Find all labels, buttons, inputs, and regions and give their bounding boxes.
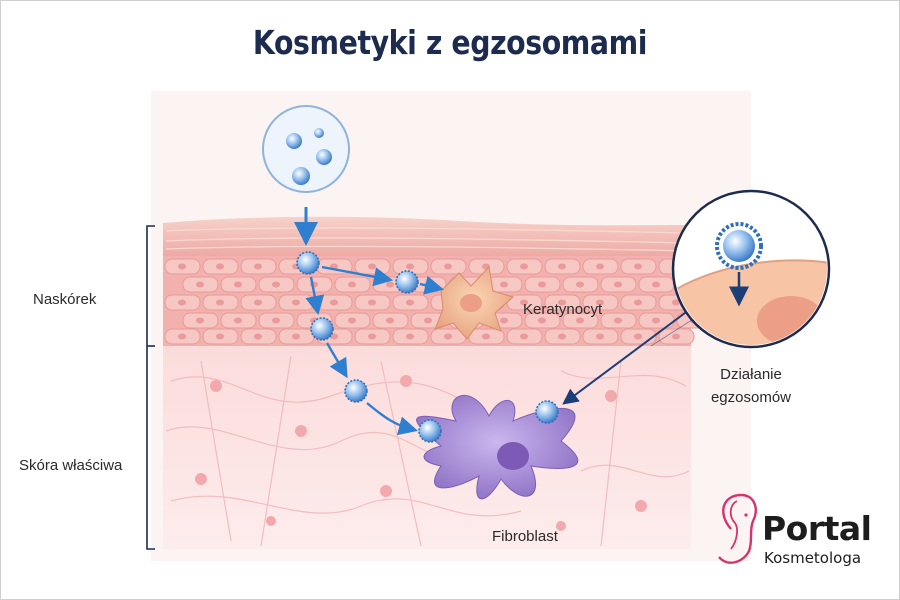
epidermis-cell-nucleus bbox=[368, 333, 376, 340]
dermis-layer bbox=[163, 346, 691, 549]
epidermis-cell-nucleus bbox=[348, 281, 356, 288]
epidermis-cell-nucleus bbox=[652, 317, 660, 324]
page-title: Kosmetyki z egzosomami bbox=[252, 23, 648, 62]
keratinocyte-nucleus bbox=[460, 294, 482, 312]
epidermis-cell-nucleus bbox=[424, 317, 432, 324]
epidermis-cell-nucleus bbox=[234, 281, 242, 288]
epidermis-cell-nucleus bbox=[178, 263, 186, 270]
inset-exosome bbox=[715, 222, 763, 270]
epidermis-cell-nucleus bbox=[482, 333, 490, 340]
epidermis-cell-nucleus bbox=[272, 317, 280, 324]
epidermis-cell-nucleus bbox=[386, 317, 394, 324]
epidermis-cell-nucleus bbox=[520, 299, 528, 306]
epidermis-cell-nucleus bbox=[444, 333, 452, 340]
epidermis-cell-nucleus bbox=[216, 333, 224, 340]
epidermis-cell-nucleus bbox=[614, 281, 622, 288]
exosome-source-vesicles bbox=[286, 128, 332, 185]
epidermis-cell-nucleus bbox=[444, 263, 452, 270]
epidermis-label: Naskórek bbox=[33, 291, 97, 308]
epidermis-cell-nucleus bbox=[596, 299, 604, 306]
epidermis-cell-nucleus bbox=[330, 333, 338, 340]
logo-subtitle: Kosmetologa bbox=[764, 549, 862, 567]
dermis-label: Skóra właściwa bbox=[19, 457, 123, 474]
epidermis-cell-nucleus bbox=[254, 299, 262, 306]
epidermis-cell-nucleus bbox=[520, 333, 528, 340]
epidermis-cell-nucleus bbox=[386, 281, 394, 288]
epidermis-cell-nucleus bbox=[672, 299, 680, 306]
epidermis-cell-nucleus bbox=[330, 299, 338, 306]
logo-wordmark: Portal bbox=[762, 509, 872, 548]
epidermis-cell-nucleus bbox=[406, 299, 414, 306]
epidermis-cell-nucleus bbox=[178, 299, 186, 306]
inset-caption-line2: egzosomów bbox=[710, 389, 792, 406]
dermis-fibres bbox=[165, 355, 690, 547]
epidermis-cell-nucleus bbox=[500, 281, 508, 288]
path-arrows bbox=[305, 265, 445, 436]
layer-brackets bbox=[146, 225, 155, 550]
epidermis-cell-nucleus bbox=[254, 333, 262, 340]
corneum-lines bbox=[165, 227, 690, 252]
epidermis-cell-nucleus bbox=[576, 281, 584, 288]
epidermis-cell-nucleus bbox=[178, 333, 186, 340]
epidermis-cell-nucleus bbox=[634, 333, 642, 340]
epidermis-cell-nucleus bbox=[406, 333, 414, 340]
dermis-small-cells bbox=[195, 375, 647, 531]
logo-face-icon bbox=[718, 493, 757, 564]
epidermis-cell-nucleus bbox=[292, 299, 300, 306]
inset-pointer-line bbox=[562, 300, 702, 405]
epidermis-cell-nucleus bbox=[652, 281, 660, 288]
epidermis-cell-nucleus bbox=[596, 263, 604, 270]
epidermis-cell-nucleus bbox=[196, 317, 204, 324]
epidermis-cell-nucleus bbox=[576, 317, 584, 324]
epidermis-cell-nucleus bbox=[234, 317, 242, 324]
epidermis-cell-nucleus bbox=[596, 333, 604, 340]
epidermis-cell-nucleus bbox=[558, 263, 566, 270]
fibroblast-cell bbox=[416, 395, 579, 500]
keratinocyte-label: Keratynocyt bbox=[523, 301, 603, 318]
epidermis-cell-nucleus bbox=[196, 281, 204, 288]
exosome-source-circle bbox=[262, 105, 350, 193]
epidermis-cell-nucleus bbox=[216, 299, 224, 306]
exosome-path bbox=[296, 251, 559, 443]
fibroblast-label: Fibroblast bbox=[492, 528, 558, 545]
epidermis-cell-nucleus bbox=[406, 263, 414, 270]
epidermis-cell-nucleus bbox=[520, 263, 528, 270]
epidermis-cell-nucleus bbox=[368, 299, 376, 306]
epidermis-cell-nucleus bbox=[558, 299, 566, 306]
epidermis-cell-nucleus bbox=[272, 281, 280, 288]
epidermis-cell-nucleus bbox=[634, 299, 642, 306]
epidermis-cell-nucleus bbox=[614, 317, 622, 324]
inset-content bbox=[675, 193, 827, 345]
epidermis-cell-nucleus bbox=[348, 317, 356, 324]
epidermis-cell-nucleus bbox=[254, 263, 262, 270]
epidermis-cell-nucleus bbox=[538, 317, 546, 324]
epidermis-cell-nucleus bbox=[634, 263, 642, 270]
inset-caption-line1: Działanie bbox=[720, 366, 782, 383]
epidermis-cell-nucleus bbox=[672, 333, 680, 340]
epidermis-cells bbox=[164, 258, 713, 345]
epidermis-cell-nucleus bbox=[500, 317, 508, 324]
fibroblast-nucleus bbox=[497, 442, 529, 470]
epidermis-cell-nucleus bbox=[538, 281, 546, 288]
epidermis-cell-nucleus bbox=[216, 263, 224, 270]
epidermis-cell-nucleus bbox=[292, 333, 300, 340]
epidermis-cell-nucleus bbox=[558, 333, 566, 340]
epidermis-cell-nucleus bbox=[368, 263, 376, 270]
